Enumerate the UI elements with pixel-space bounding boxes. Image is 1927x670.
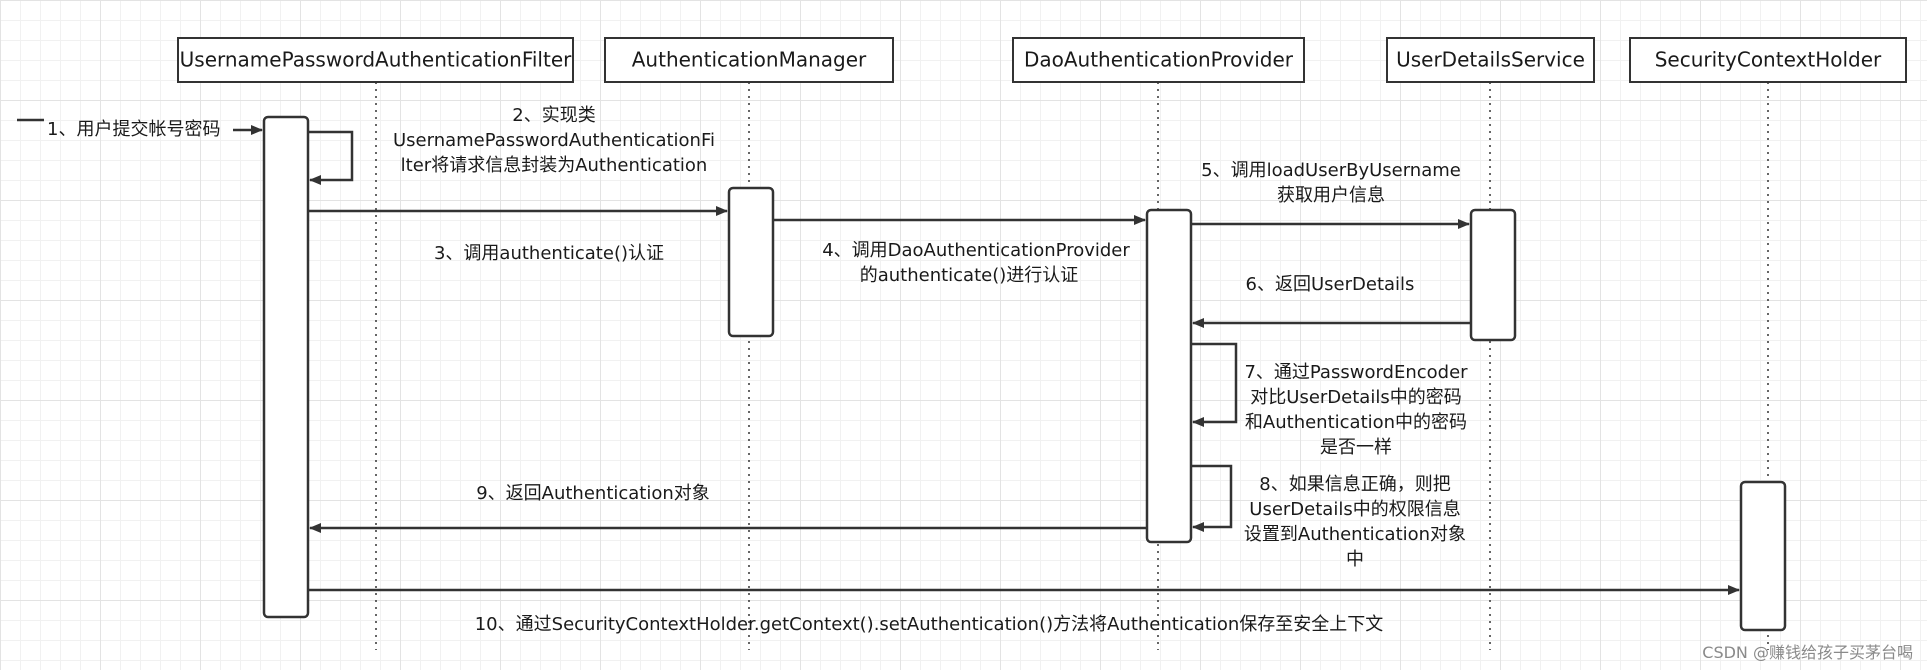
msg-5-line-2: 获取用户信息	[1277, 185, 1385, 206]
msg-7-line-3: 和Authentication中的密码	[1245, 412, 1467, 433]
arrow-7	[1191, 342, 1238, 427]
msg-2-line-3: lter将请求信息封装为Authentication	[401, 155, 708, 176]
activation-holder	[1739, 480, 1787, 632]
msg-4-line-1: 4、调用DaoAuthenticationProvider	[822, 240, 1130, 261]
watermark: CSDN @赚钱给孩子买茅台喝	[1702, 643, 1913, 662]
actor-filter-label: UsernamePasswordAuthenticationFilter	[180, 48, 572, 72]
msg-8-line-3: 设置到Authentication对象	[1244, 524, 1466, 545]
msg-3: 3、调用authenticate()认证	[434, 243, 664, 264]
msg-2-line-2: UsernamePasswordAuthenticationFi	[393, 130, 715, 151]
arrow-8	[1191, 464, 1233, 532]
msg-1: 1、用户提交帐号密码	[47, 119, 220, 140]
actor-manager-label: AuthenticationManager	[632, 48, 867, 72]
msg-4-line-2: 的authenticate()进行认证	[860, 265, 1079, 286]
actor-filter: UsernamePasswordAuthenticationFilter	[177, 37, 574, 83]
actor-service-label: UserDetailsService	[1396, 48, 1585, 72]
activation-provider	[1145, 208, 1193, 544]
msg-7-line-2: 对比UserDetails中的密码	[1250, 387, 1461, 408]
actor-provider-label: DaoAuthenticationProvider	[1024, 48, 1294, 72]
activation-service	[1469, 208, 1517, 342]
actor-provider: DaoAuthenticationProvider	[1012, 37, 1305, 83]
msg-9: 9、返回Authentication对象	[476, 483, 710, 504]
actor-holder-label: SecurityContextHolder	[1655, 48, 1882, 72]
msg-8-line-1: 8、如果信息正确，则把	[1259, 474, 1450, 495]
msg-8-line-2: UserDetails中的权限信息	[1249, 499, 1460, 520]
activation-manager	[727, 186, 775, 338]
msg-5-line-1: 5、调用loadUserByUsername	[1201, 160, 1461, 181]
msg-6: 6、返回UserDetails	[1246, 274, 1415, 295]
msg-7-line-4: 是否一样	[1320, 437, 1392, 458]
msg-8-line-4: 中	[1346, 549, 1364, 570]
actor-holder: SecurityContextHolder	[1629, 37, 1907, 83]
actor-manager: AuthenticationManager	[604, 37, 894, 83]
msg-2-line-1: 2、实现类	[512, 105, 595, 126]
arrow-2	[308, 130, 354, 185]
actor-service: UserDetailsService	[1386, 37, 1595, 83]
msg-10: 10、通过SecurityContextHolder.getContext().…	[475, 614, 1384, 635]
msg-7-line-1: 7、通过PasswordEncoder	[1244, 362, 1468, 383]
activation-filter	[262, 115, 310, 619]
